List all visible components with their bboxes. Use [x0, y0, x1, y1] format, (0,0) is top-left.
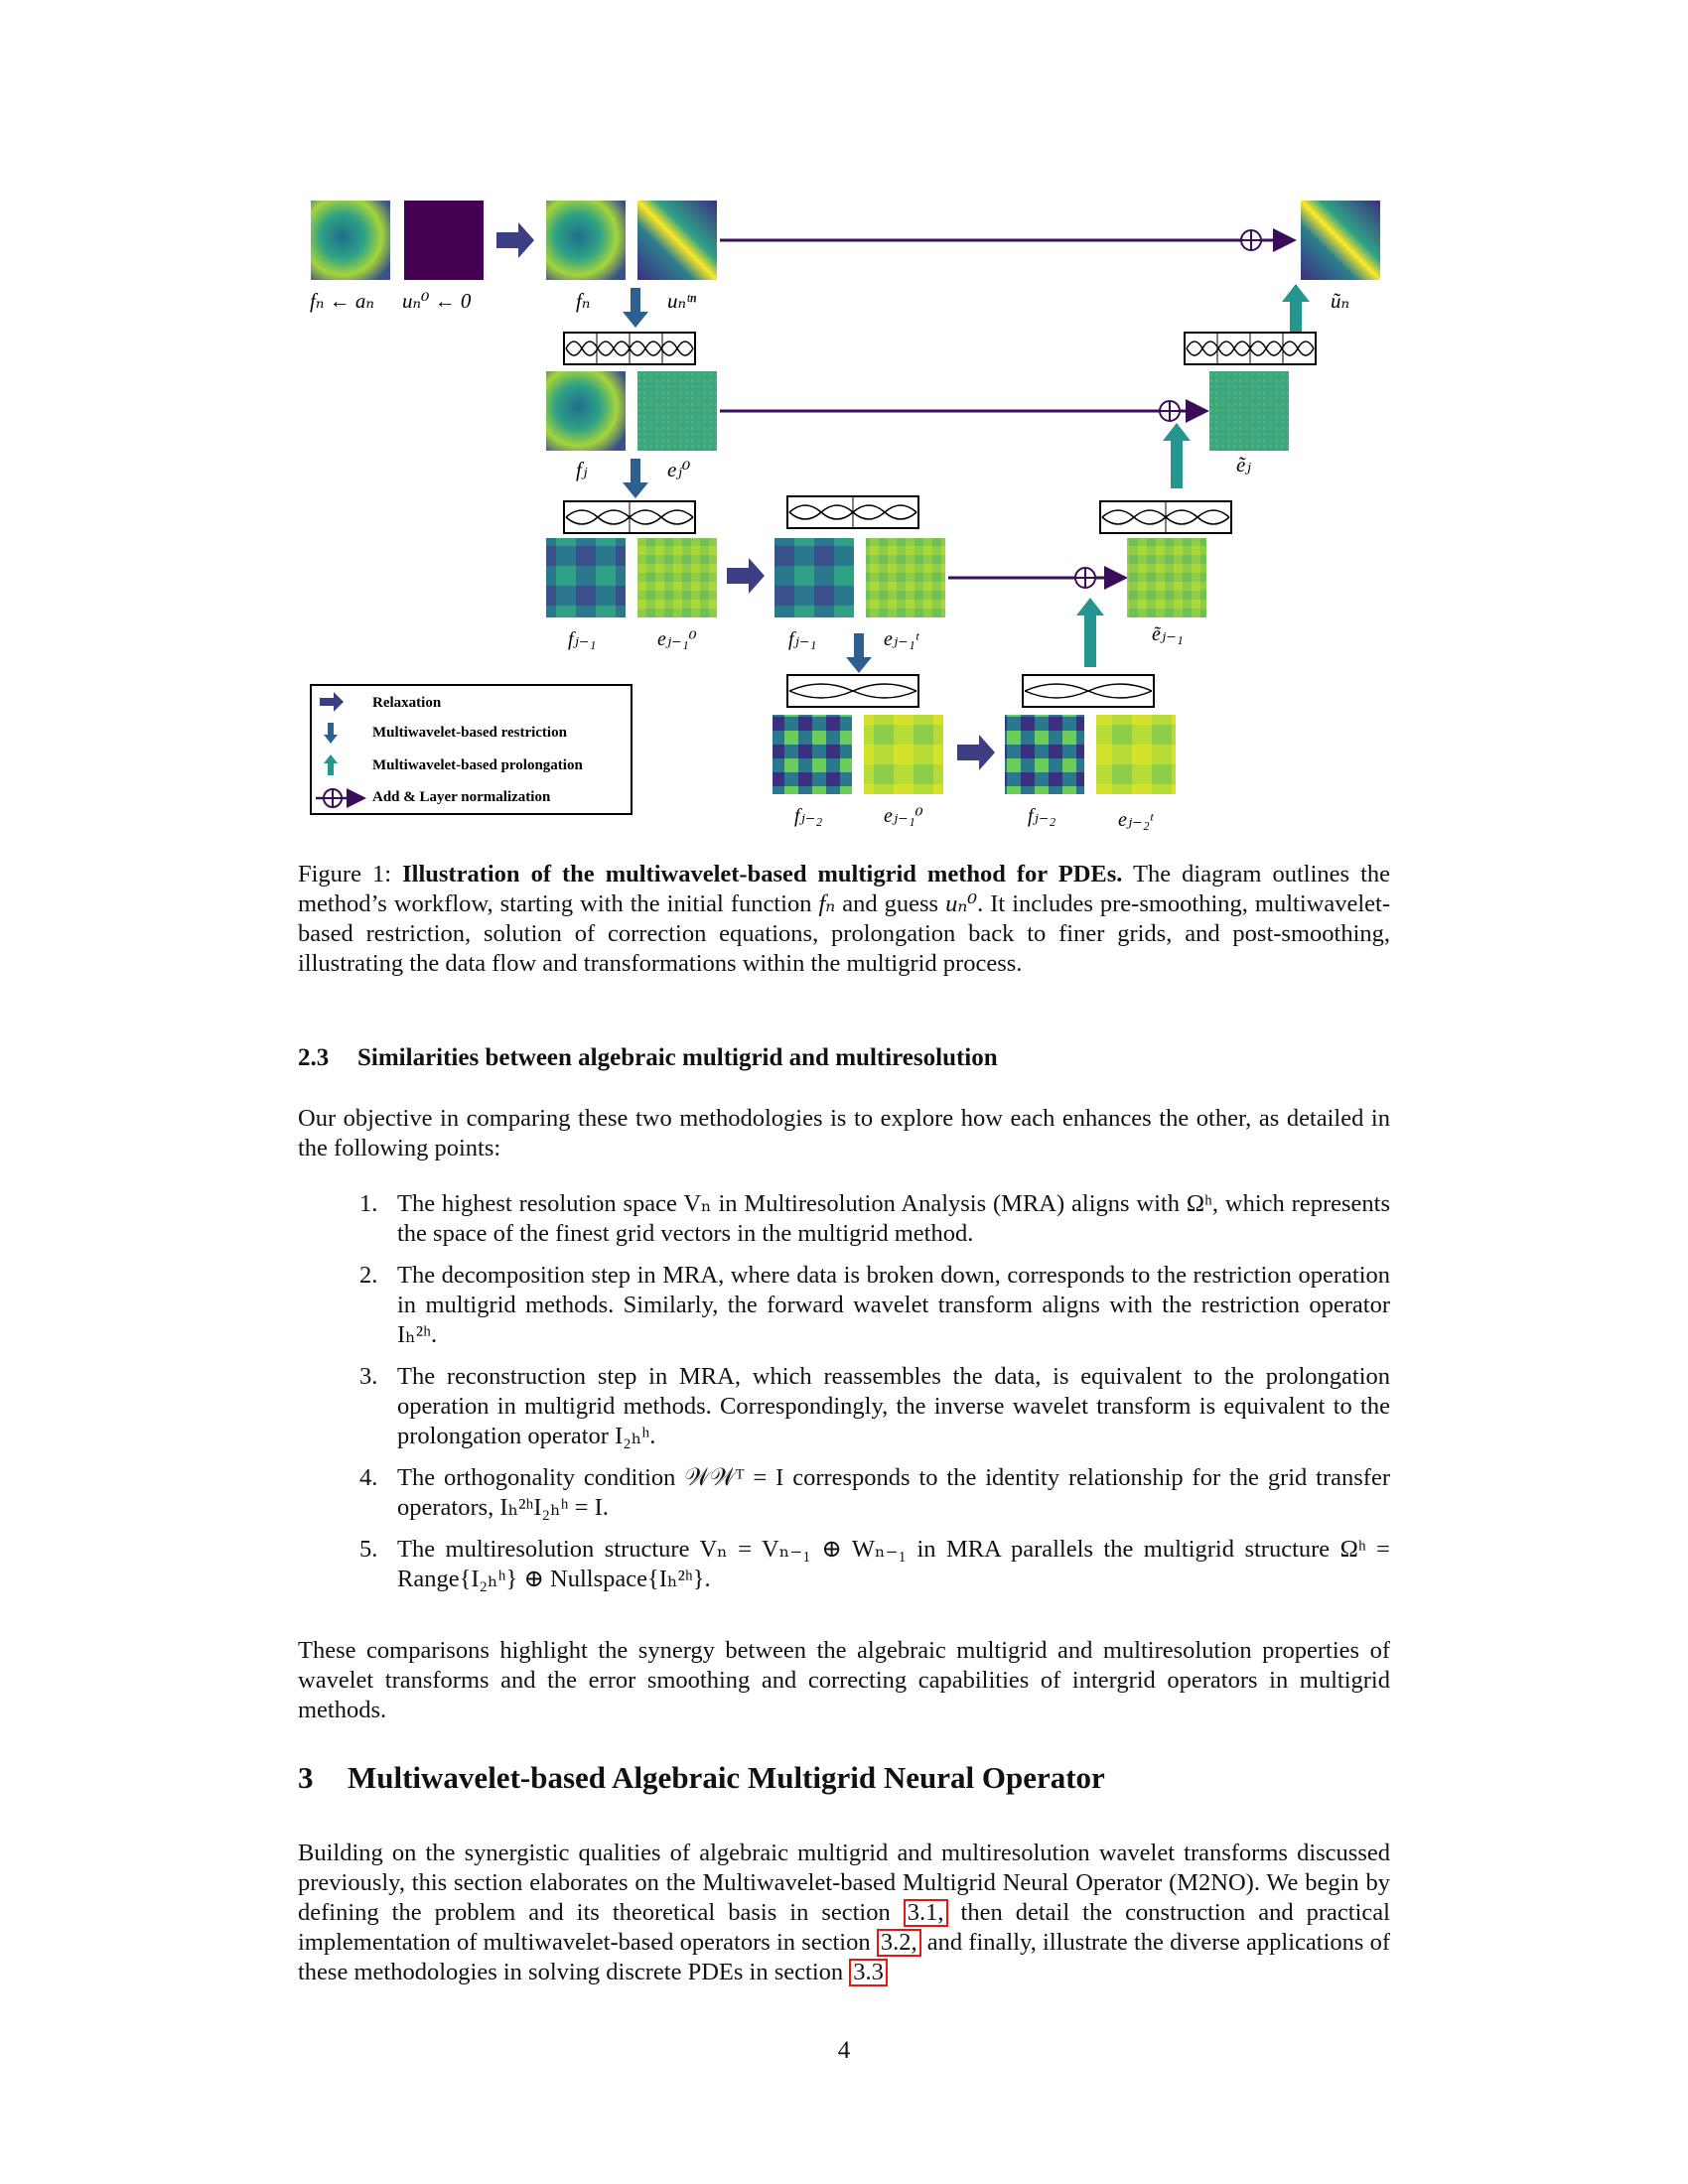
figure-legend: Relaxation Multiwavelet-based restrictio… [310, 684, 633, 815]
section-2-3-intro: Our objective in comparing these two met… [298, 1105, 1390, 1161]
label-ej0: eⱼ⁰ [667, 458, 691, 481]
legend-relaxation-arrow [320, 692, 344, 712]
list-item: 2. The decomposition step in MRA, where d… [298, 1261, 1390, 1350]
section-3-number: 3 [298, 1760, 314, 1795]
list-item: 4. The orthogonality condition 𝒲𝒲ᵀ = I co… [298, 1463, 1390, 1523]
heatmap-fj1-a [546, 538, 626, 617]
multigrid-figure: fₙ ← aₙ uₙ⁰ ← 0 fₙ uₙᵗⁿ ũₙ fⱼ eⱼ⁰ ẽⱼ [310, 201, 1380, 831]
label-un-tilde: ũₙ [1331, 289, 1349, 313]
section-3-text-b: then detail the construction and practic… [298, 1899, 1390, 1956]
label-ej1-t: eⱼ₋₁ᵗ [884, 628, 920, 650]
restriction-arrow [846, 633, 872, 673]
heatmap-fj1-b [774, 538, 854, 617]
list-item: 5. The multiresolution structure Vₙ = Vₙ₋… [298, 1535, 1390, 1594]
legend-prolongation-arrow [324, 754, 338, 775]
label-fj2-b: fⱼ₋₂ [1028, 805, 1055, 827]
list-item-number: 3. [359, 1363, 378, 1390]
wavelet-box [563, 500, 696, 534]
label-un0: uₙ⁰ ← 0 [402, 289, 472, 313]
label-fj1-b: fⱼ₋₁ [788, 628, 816, 650]
list-item-number: 2. [359, 1262, 378, 1289]
label-ej2-t: eⱼ₋₂ᵗ [1118, 809, 1155, 831]
label-fn-an: fₙ ← aₙ [310, 289, 374, 313]
heatmap-ej2-0 [864, 715, 943, 794]
label-ej-tilde: ẽⱼ [1236, 453, 1251, 477]
page-number: 4 [837, 2037, 851, 2064]
prolongation-arrow [1282, 284, 1310, 338]
figure-caption: Figure 1: Illustration of the multiwavel… [298, 860, 1390, 979]
relaxation-arrow [727, 558, 765, 594]
list-item-number: 1. [359, 1190, 378, 1217]
heatmap-fn [546, 201, 626, 280]
heatmap-ej-tilde [1209, 371, 1289, 451]
list-item: 1. The highest resolution space Vₙ in Mul… [298, 1189, 1390, 1249]
label-untn: uₙᵗⁿ [667, 289, 697, 313]
heatmap-fn-an [311, 201, 390, 280]
section-2-3-title: Similarities between algebraic multigrid… [357, 1044, 998, 1071]
label-ej1-tilde: ẽⱼ₋₁ [1152, 623, 1184, 645]
comparison-list: 1. The highest resolution space Vₙ in Mul… [298, 1189, 1390, 1606]
restriction-arrow [623, 459, 648, 498]
section-3-paragraph: Building on the synergistic qualities of… [298, 1839, 1390, 1987]
heatmap-ej1-tilde [1127, 538, 1206, 617]
section-2-3-number: 2.3 [298, 1044, 330, 1071]
list-item-text: The decomposition step in MRA, where dat… [397, 1262, 1390, 1348]
label-ej1-0: eⱼ₋₁⁰ [657, 628, 697, 650]
section-3-text-c: and finally, illustrate the diverse appl… [298, 1929, 1391, 1985]
wavelet-box [786, 495, 919, 529]
caption-text-a: The diagram outlines the method’s workfl… [298, 861, 1391, 917]
prolongation-arrow [1163, 423, 1191, 488]
wavelet-box [563, 332, 696, 365]
list-item-number: 4. [359, 1464, 378, 1491]
label-fj: fⱼ [576, 458, 588, 481]
wavelet-box [1099, 500, 1232, 534]
list-item-text: The orthogonality condition 𝒲𝒲ᵀ = I corr… [397, 1464, 1390, 1521]
legend-restriction: Multiwavelet-based restriction [372, 725, 568, 741]
list-item: 3. The reconstruction step in MRA, which … [298, 1362, 1390, 1451]
ref-section-3-1[interactable]: 3.1, [903, 1899, 948, 1927]
relaxation-arrow [957, 735, 995, 770]
label-fj1-a: fⱼ₋₁ [568, 628, 596, 650]
list-item-text: The reconstruction step in MRA, which re… [397, 1363, 1390, 1449]
label-fj2-a: fⱼ₋₂ [794, 805, 822, 827]
legend-restriction-arrow [324, 723, 338, 744]
restriction-arrow [623, 288, 648, 328]
heatmap-fj2-b [1005, 715, 1084, 794]
prolongation-arrow [1076, 598, 1104, 667]
legend-prolongation: Multiwavelet-based prolongation [372, 757, 583, 773]
legend-add-norm: Add & Layer normalization [372, 789, 551, 805]
heatmap-untn [637, 201, 717, 280]
caption-fn: fₙ [818, 890, 836, 917]
heatmap-fj2-a [773, 715, 852, 794]
section-3-title: Multiwavelet-based Algebraic Multigrid N… [348, 1760, 1105, 1795]
caption-title: Illustration of the multiwavelet-based m… [402, 861, 1123, 887]
caption-text-b: and guess [835, 890, 946, 917]
list-item-text: The multiresolution structure Vₙ = Vₙ₋₁ … [397, 1536, 1390, 1592]
list-item-text: The highest resolution space Vₙ in Multi… [397, 1190, 1390, 1247]
section-2-3-closing: These comparisons highlight the synergy … [298, 1637, 1390, 1723]
label-ej2-0: eⱼ₋₁⁰ [884, 805, 923, 827]
list-item-number: 5. [359, 1536, 378, 1563]
heatmap-fj [546, 371, 626, 451]
heatmap-ej2-t [1096, 715, 1176, 794]
ref-section-3-2[interactable]: 3.2, [876, 1929, 921, 1957]
section-3-text-a: Building on the synergistic qualities of… [298, 1840, 1390, 1926]
label-fn: fₙ [576, 289, 590, 313]
caption-un0: uₙ⁰ [945, 890, 978, 917]
heatmap-un0 [404, 201, 484, 280]
heatmap-ej1-t [866, 538, 945, 617]
caption-label: Figure 1: [298, 861, 392, 887]
heatmap-ej0 [637, 371, 717, 451]
wavelet-box [1184, 332, 1317, 365]
section-2-3-heading: 2.3 Similarities between algebraic multig… [298, 1044, 998, 1072]
heatmap-ej1-0 [637, 538, 717, 617]
section-3-heading: 3 Multiwavelet-based Algebraic Multigrid … [298, 1760, 1105, 1796]
ref-section-3-3[interactable]: 3.3 [849, 1959, 888, 1986]
relaxation-arrow [496, 222, 534, 258]
wavelet-box [786, 674, 919, 708]
wavelet-box [1022, 674, 1155, 708]
heatmap-un-tilde [1301, 201, 1380, 280]
caption-text-c: . It includes pre-smoothing, multiwavele… [298, 890, 1390, 977]
legend-relaxation: Relaxation [372, 695, 442, 711]
